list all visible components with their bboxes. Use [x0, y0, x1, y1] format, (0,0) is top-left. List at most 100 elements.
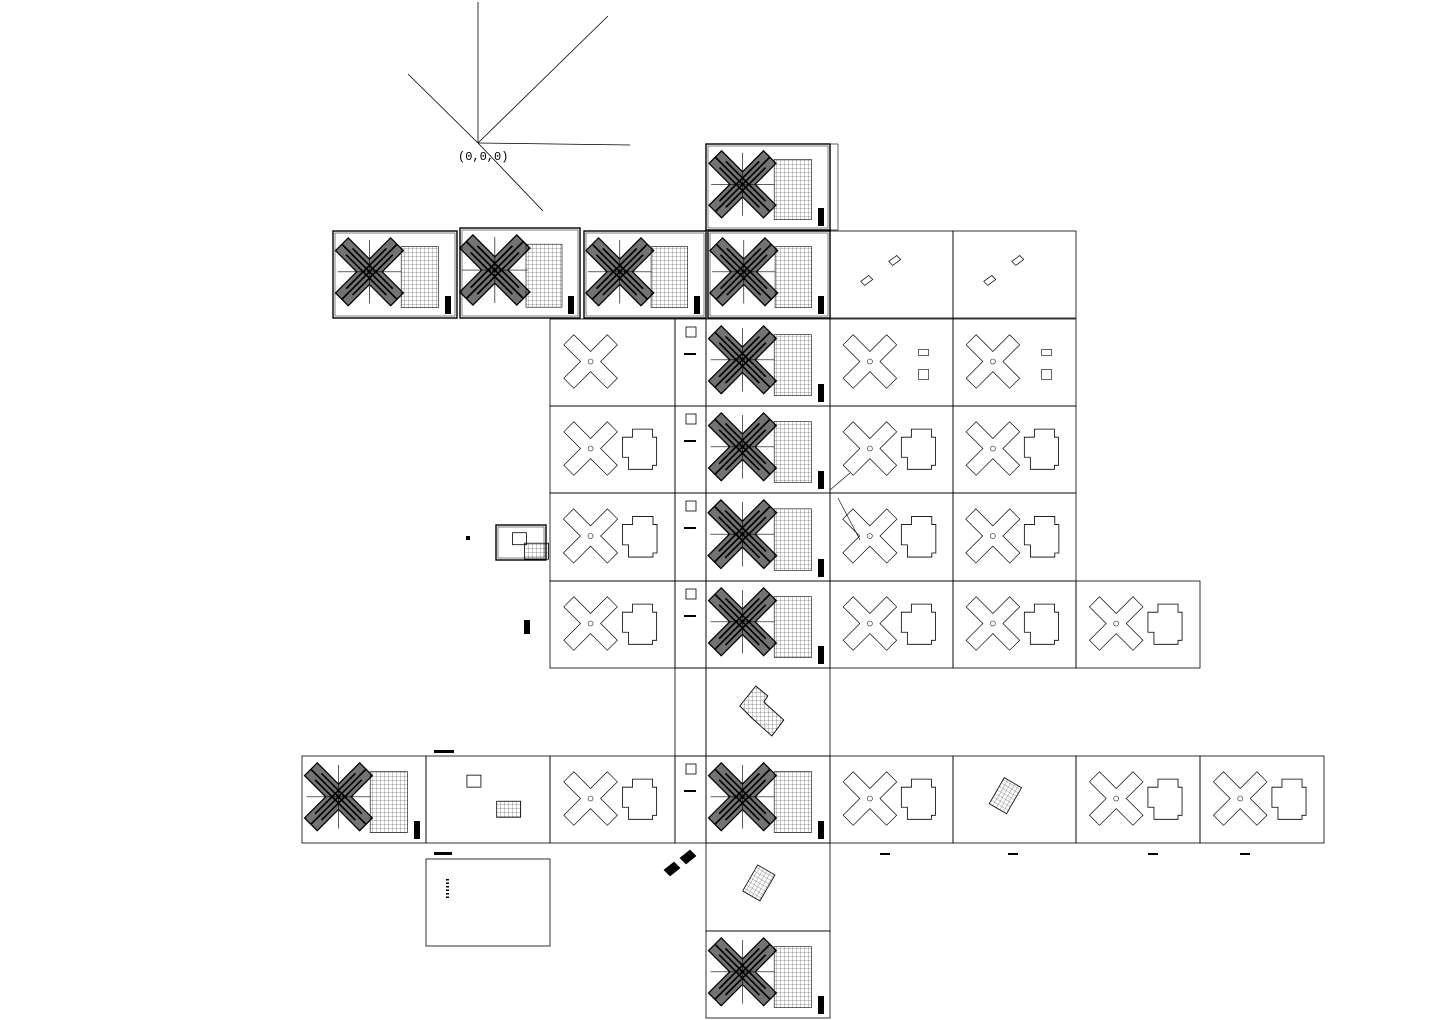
caption-mark	[434, 852, 452, 855]
sheet-small-note[interactable]	[495, 524, 549, 561]
sheet-r1-d[interactable]	[707, 230, 831, 319]
title-block	[818, 471, 824, 489]
title-block	[818, 208, 824, 226]
sheet-r7-b[interactable]	[425, 755, 551, 844]
sheet-r2-d[interactable]	[952, 318, 1077, 407]
sheet-r4-d[interactable]	[952, 492, 1077, 582]
sheet-r3-b[interactable]	[705, 405, 831, 494]
sheet-r2-b[interactable]	[705, 318, 831, 407]
sheet-r8-a[interactable]	[425, 858, 551, 947]
title-block	[818, 384, 824, 402]
grid-block	[650, 246, 688, 308]
note-table	[496, 800, 522, 818]
sheet-r3-c[interactable]	[829, 405, 954, 494]
dense-x-plan	[707, 937, 778, 1007]
x-outline	[842, 596, 898, 651]
grid-block	[773, 421, 812, 483]
sheet-r1-f[interactable]	[952, 230, 1077, 319]
sheet-r1-c[interactable]	[583, 230, 707, 319]
annex-outline	[1023, 603, 1059, 645]
sheet-r5-a[interactable]	[549, 580, 676, 669]
annex-outline	[622, 603, 658, 645]
sheet-r3-d[interactable]	[952, 405, 1077, 494]
sheet-r7-g[interactable]	[1075, 755, 1201, 844]
legend-box	[685, 763, 697, 775]
note-line	[446, 882, 449, 884]
x-outline	[965, 421, 1021, 476]
plan-fragment	[983, 254, 1025, 286]
plan-block	[988, 777, 1023, 815]
x-outline	[1089, 771, 1144, 826]
caption-mark	[880, 853, 890, 855]
sheet-r5-c[interactable]	[829, 580, 954, 669]
sheet-r7-a[interactable]	[301, 755, 427, 844]
legend-box	[685, 326, 697, 338]
dense-x-plan	[303, 762, 374, 832]
legend-box	[685, 500, 697, 512]
sheet-r2-c[interactable]	[829, 318, 954, 407]
legend-line	[684, 353, 696, 355]
sheet-edge	[829, 143, 839, 231]
loose-mark	[466, 536, 470, 540]
annex-outline	[622, 516, 658, 558]
caption-mark	[434, 750, 454, 753]
sheet-r7-f[interactable]	[952, 755, 1077, 844]
note-line	[446, 886, 449, 888]
grid-block	[400, 246, 439, 308]
sheet-r5-b[interactable]	[705, 580, 831, 669]
note-box	[466, 774, 482, 788]
x-outline	[563, 334, 618, 389]
grid-block	[773, 334, 812, 396]
sheet-r1-e[interactable]	[829, 230, 954, 319]
legend-box	[685, 413, 697, 425]
note-line	[446, 896, 449, 898]
note-line	[446, 879, 449, 881]
legend-line	[684, 615, 696, 617]
annex-outline	[1023, 428, 1059, 470]
sheet-r9-b[interactable]	[705, 930, 831, 1019]
sheet-r2-col[interactable]	[674, 318, 707, 407]
sheet-r6-b[interactable]	[705, 667, 831, 757]
legend-line	[684, 527, 696, 529]
origin-label: (0,0,0)	[458, 150, 508, 164]
sheet-r3-col[interactable]	[674, 405, 707, 494]
annex-outline	[622, 778, 658, 820]
x-outline	[965, 508, 1021, 564]
sheet-r7-c[interactable]	[549, 755, 676, 844]
x-outline	[563, 508, 618, 564]
dense-x-plan	[709, 237, 779, 307]
sheet-r1-a[interactable]	[332, 230, 458, 319]
sheet-r4-b[interactable]	[705, 492, 831, 582]
sheet-r2-a[interactable]	[549, 318, 676, 407]
sheet-r3-a[interactable]	[549, 405, 676, 494]
sheet-r5-e[interactable]	[1075, 580, 1201, 669]
small-detail	[918, 369, 929, 380]
sheet-r8-b[interactable]	[705, 842, 831, 932]
x-outline	[842, 334, 898, 389]
title-block	[568, 296, 574, 314]
sheet-r5-d[interactable]	[952, 580, 1077, 669]
annex-outline	[900, 603, 936, 645]
sheet-r1-b[interactable]	[458, 227, 581, 319]
sheet-r7-d[interactable]	[705, 755, 831, 844]
dense-x-plan	[707, 325, 778, 395]
sheet-r4-a[interactable]	[549, 492, 676, 582]
sheet-r5-col[interactable]	[674, 580, 707, 669]
annex-outline	[1271, 778, 1307, 820]
x-outline	[563, 771, 618, 826]
note-table	[524, 542, 549, 560]
x-outline	[563, 421, 618, 476]
sheet-r4-c[interactable]	[829, 492, 954, 582]
title-block	[818, 821, 824, 839]
note-line	[446, 893, 449, 895]
sheet-r6-col[interactable]	[674, 667, 707, 757]
title-block	[694, 296, 700, 314]
caption-mark	[1008, 853, 1018, 855]
sheet-r7-col[interactable]	[674, 755, 707, 844]
sheet-r7-e[interactable]	[829, 755, 954, 844]
annex-outline	[900, 428, 936, 470]
sheet-r4-col[interactable]	[674, 492, 707, 582]
sheet-top[interactable]	[705, 143, 831, 231]
sheet-r7-h[interactable]	[1199, 755, 1325, 844]
